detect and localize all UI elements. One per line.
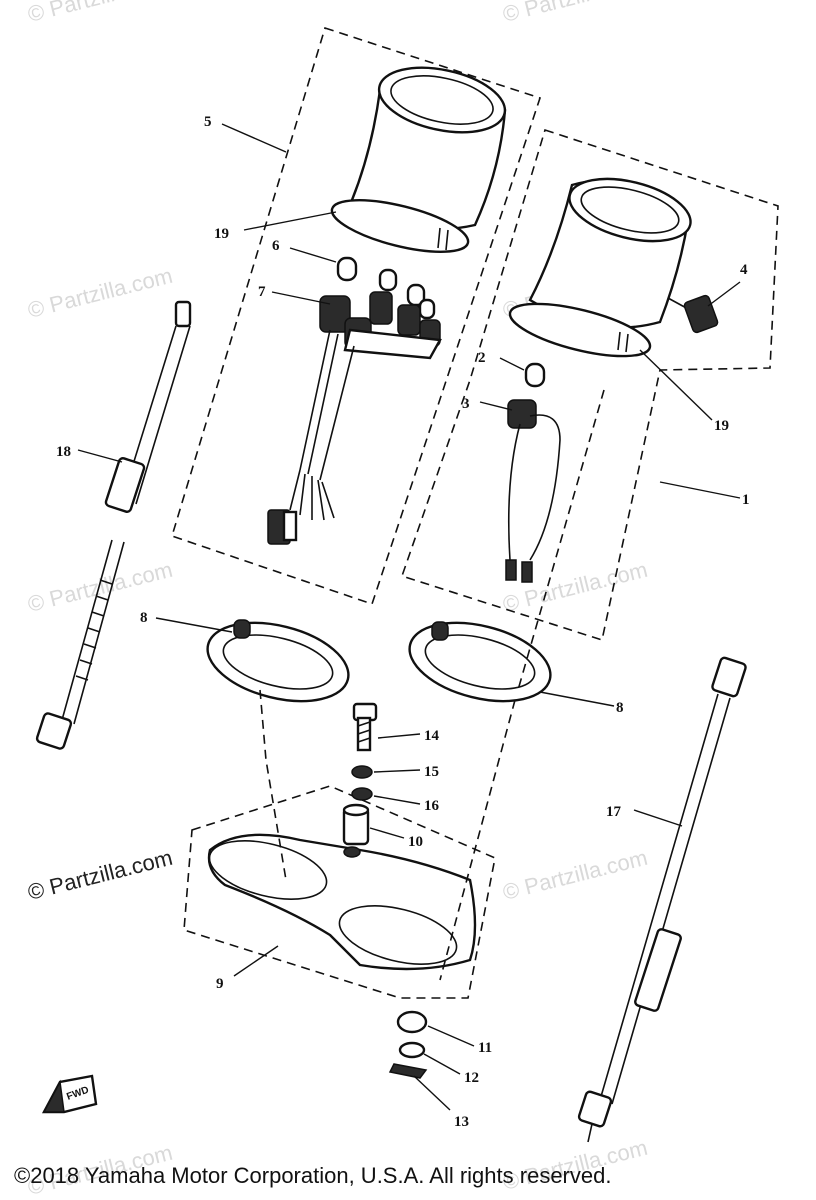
- bulb-sockets-left: [319, 256, 442, 360]
- watermarks: © Partzilla.com © Partzilla.com © Partzi…: [25, 0, 650, 1200]
- callout-4: 4: [740, 262, 748, 278]
- callout-7: 7: [258, 284, 266, 300]
- forward-arrow-icon: FWD: [42, 1074, 98, 1114]
- meter-cushion-right: [408, 621, 552, 703]
- callout-2: 2: [478, 350, 486, 366]
- tachometer-cable: [577, 656, 747, 1143]
- meter-bracket: [207, 833, 477, 971]
- callout-16: 16: [424, 798, 440, 814]
- assembly-line-left: [259, 689, 287, 881]
- callout-8-right: 8: [616, 700, 624, 716]
- callout-11: 11: [478, 1040, 492, 1056]
- washer-12: [398, 1041, 426, 1059]
- callout-17: 17: [606, 804, 622, 820]
- assembly-box-1: [400, 128, 779, 642]
- callout-12: 12: [464, 1070, 479, 1086]
- watermark: © Partzilla.com: [25, 557, 175, 617]
- reset-knob: [667, 294, 719, 334]
- callout-5: 5: [204, 114, 212, 130]
- watermark: © Partzilla.com: [500, 845, 650, 905]
- meter-right-housing: [508, 177, 692, 358]
- speedometer-cable: [35, 300, 192, 750]
- bulb-socket-right: [505, 362, 561, 583]
- watermark-strong: © Partzilla.com: [25, 845, 175, 905]
- bracket-box-9: [183, 785, 496, 999]
- leader-lines: [77, 123, 741, 1111]
- spacer: [342, 803, 370, 846]
- assembly-box-5: [171, 26, 542, 606]
- callout-9: 9: [216, 976, 224, 992]
- callout-8-left: 8: [140, 610, 148, 626]
- callout-18: 18: [56, 444, 71, 460]
- washer-16: [351, 787, 373, 801]
- copyright-notice: ©2018 Yamaha Motor Corporation, U.S.A. A…: [14, 1163, 612, 1188]
- callout-19-right: 19: [714, 418, 729, 434]
- nut: [396, 1010, 428, 1034]
- callout-6: 6: [272, 238, 280, 254]
- callout-15: 15: [424, 764, 439, 780]
- washer-15: [351, 765, 373, 779]
- callout-10: 10: [408, 834, 423, 850]
- assembly-line-right: [439, 699, 516, 981]
- meter-cushion-left: [206, 619, 350, 703]
- meter-left-housing: [330, 66, 507, 253]
- wire-harness-left: [267, 329, 355, 545]
- watermark: © Partzilla.com: [25, 263, 175, 323]
- callout-1: 1: [742, 492, 750, 508]
- callout-13: 13: [454, 1114, 469, 1130]
- assembly-line-socket: [517, 389, 605, 691]
- clip: [388, 1063, 428, 1079]
- callout-14: 14: [424, 728, 440, 744]
- watermark: © Partzilla.com: [500, 0, 650, 27]
- callout-19-left: 19: [214, 226, 229, 242]
- watermark: © Partzilla.com: [25, 0, 175, 27]
- callout-3: 3: [462, 396, 470, 412]
- bolt: [352, 702, 378, 752]
- callouts: 5 19 6 7 4 2 3 19 1 18 8 8 14 15 16 10 1…: [56, 114, 750, 1130]
